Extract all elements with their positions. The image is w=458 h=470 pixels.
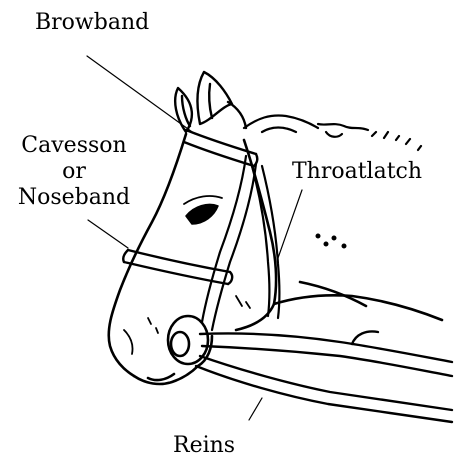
- throatlatch-label: Throatlatch: [292, 159, 422, 185]
- cavesson-label-line-1: Cavesson: [14, 133, 134, 159]
- ears-icon: [175, 72, 246, 132]
- cavesson-label-line-3: Noseband: [14, 185, 134, 211]
- throatlatch-leader-line: [278, 190, 302, 258]
- reins-strap: [196, 332, 452, 423]
- reins-label: Reins: [173, 433, 235, 459]
- browband-leader-line: [87, 56, 195, 134]
- head-detail-marks: [124, 234, 346, 354]
- mane-icon: [244, 116, 421, 151]
- reins-leader-line: [249, 398, 262, 420]
- browband-label: Browband: [35, 10, 149, 36]
- cavesson-label-line-2: or: [14, 159, 134, 185]
- cavesson-label: Cavesson or Noseband: [14, 133, 134, 211]
- cavesson-leader-line: [88, 220, 128, 248]
- eye-icon: [184, 196, 222, 224]
